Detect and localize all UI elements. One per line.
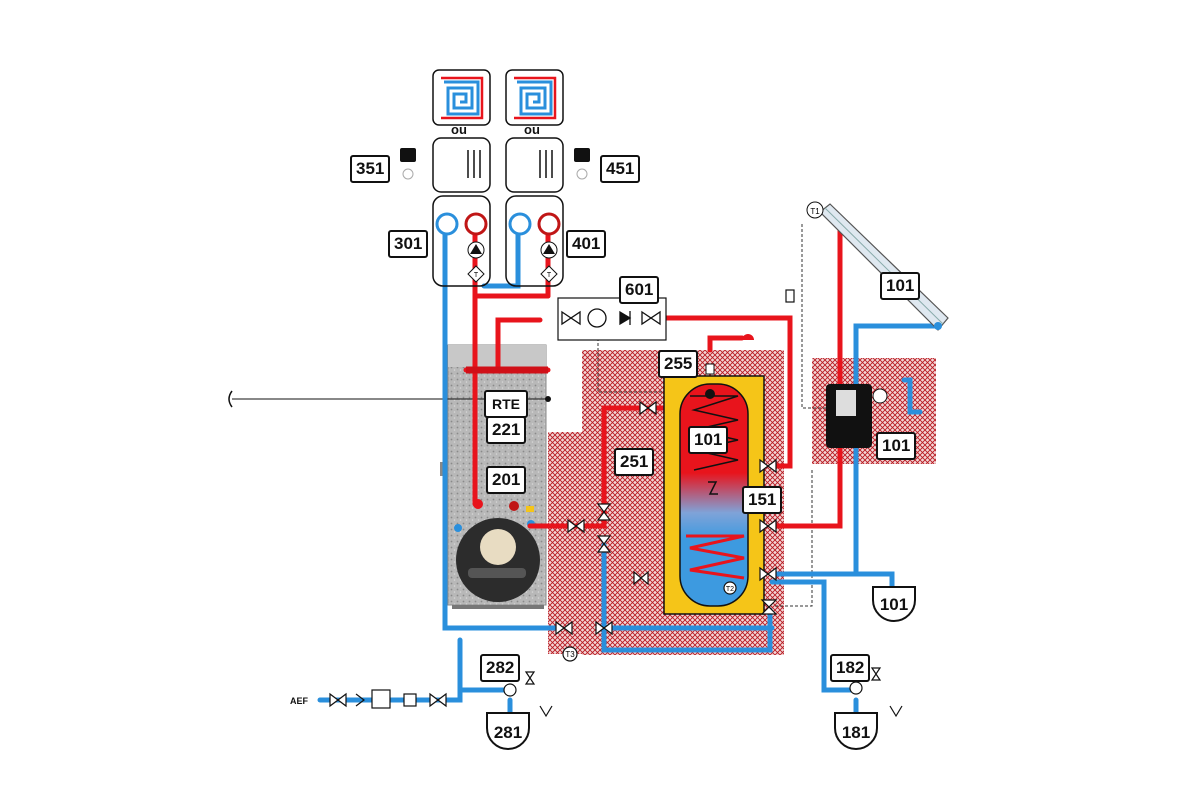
vessel-181: 181 bbox=[834, 712, 878, 750]
separator-ou-2: ou bbox=[524, 122, 540, 137]
label-401: 401 bbox=[566, 230, 606, 258]
label-282: 282 bbox=[480, 654, 520, 682]
group-1-thermo: T bbox=[474, 272, 479, 279]
label-255: 255 bbox=[658, 350, 698, 378]
vessel-281: 281 bbox=[486, 712, 530, 750]
label-aef: AEF bbox=[290, 696, 308, 706]
separator-ou-1: ou bbox=[451, 122, 467, 137]
label-tank-101: 101 bbox=[688, 426, 728, 454]
label-201: 201 bbox=[486, 466, 526, 494]
label-601: 601 bbox=[619, 276, 659, 304]
label-301: 301 bbox=[388, 230, 428, 258]
pump-groups bbox=[432, 195, 564, 287]
sensor-t2: T2 bbox=[726, 586, 734, 593]
label-151: 151 bbox=[742, 486, 782, 514]
label-solar-station-101: 101 bbox=[876, 432, 916, 460]
label-251: 251 bbox=[614, 448, 654, 476]
label-182: 182 bbox=[830, 654, 870, 682]
group-2-thermo: T bbox=[547, 272, 552, 279]
vessel-solar-101: 101 bbox=[872, 586, 916, 622]
emitters bbox=[400, 69, 590, 193]
label-rte: RTE bbox=[484, 390, 528, 418]
sensor-t1: T1 bbox=[810, 207, 820, 216]
valves bbox=[329, 400, 778, 709]
label-451: 451 bbox=[600, 155, 640, 183]
label-351: 351 bbox=[350, 155, 390, 183]
solar-panel bbox=[806, 201, 949, 331]
sensor-t3: T3 bbox=[565, 650, 575, 659]
label-solar-panel-101: 101 bbox=[880, 272, 920, 300]
label-221: 221 bbox=[486, 416, 526, 444]
